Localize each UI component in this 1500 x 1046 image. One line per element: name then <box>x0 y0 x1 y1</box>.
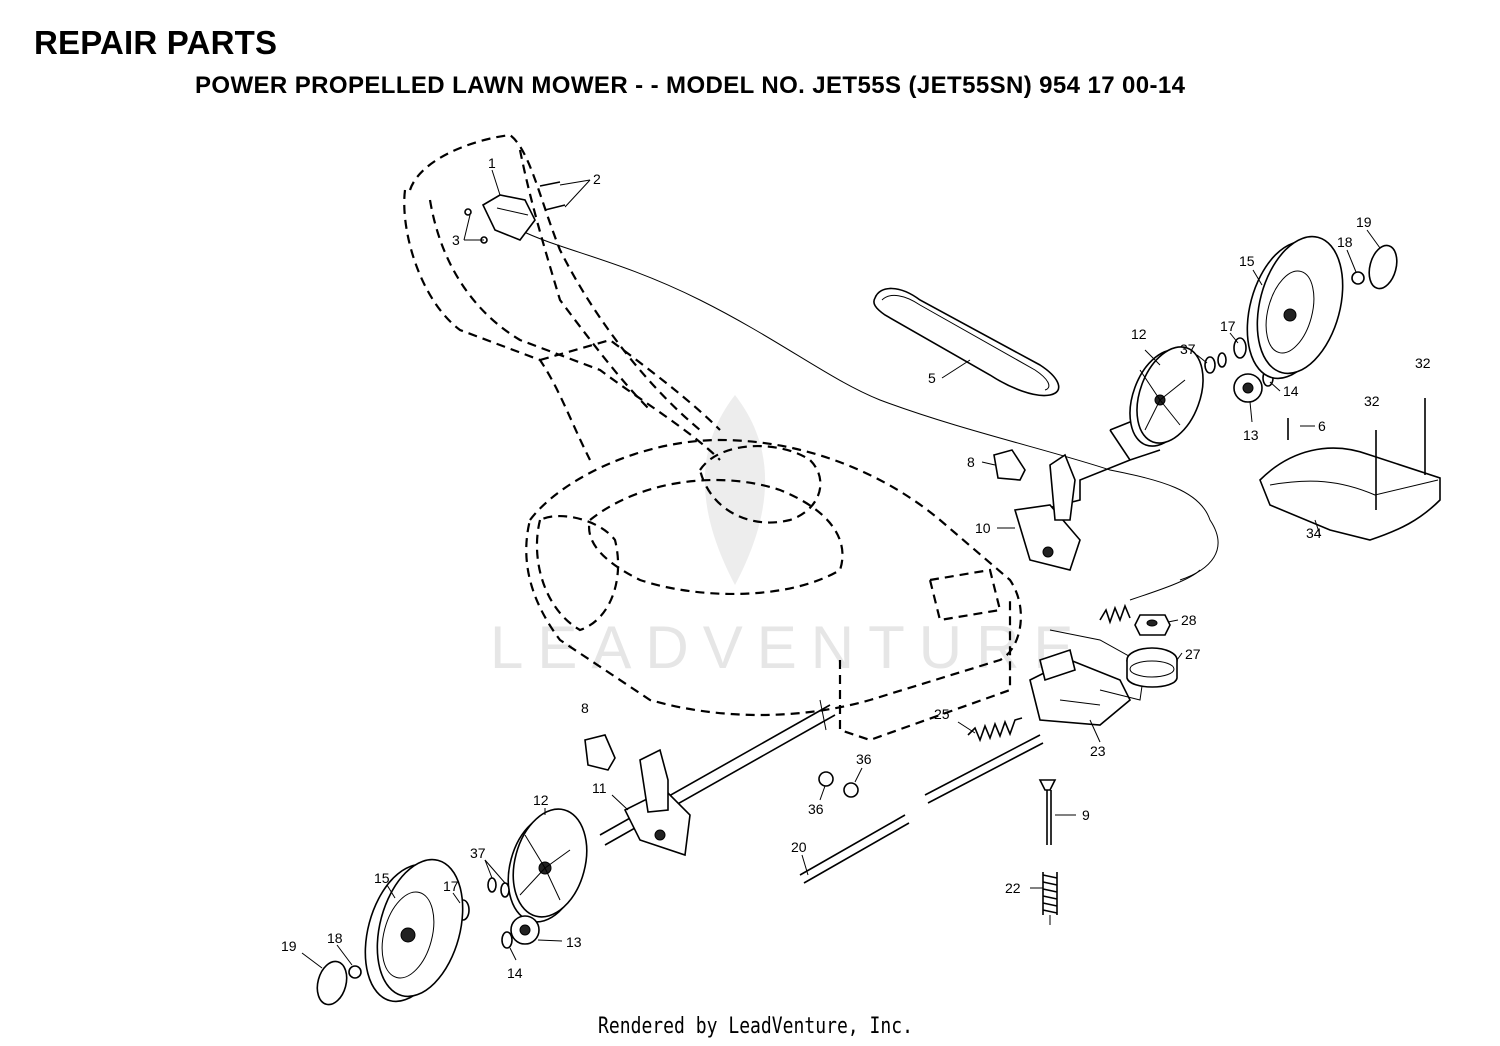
height-adjuster-left <box>623 748 691 857</box>
left-gear <box>510 915 540 945</box>
callout-19b: 19 <box>281 938 297 954</box>
callout-18b: 18 <box>327 930 343 946</box>
callout-34: 34 <box>1306 525 1322 541</box>
callout-9: 9 <box>1082 807 1090 823</box>
callout-20: 20 <box>791 839 807 855</box>
callout-36a: 36 <box>808 801 824 817</box>
right-hubcap-19 <box>1368 244 1398 290</box>
callout-5: 5 <box>928 370 936 386</box>
callout-22: 22 <box>1005 880 1021 896</box>
callout-32a: 32 <box>1364 393 1380 409</box>
callout-8b: 8 <box>581 700 589 716</box>
callout-13b: 13 <box>566 934 582 950</box>
callout-37b: 37 <box>470 845 486 861</box>
callout-13a: 13 <box>1243 427 1259 443</box>
left-nut-18 <box>348 965 362 979</box>
height-knob-upper <box>993 449 1026 481</box>
callout-28: 28 <box>1181 612 1197 628</box>
callout-6: 6 <box>1318 418 1326 434</box>
callout-12a: 12 <box>1131 326 1147 342</box>
callout-25: 25 <box>934 706 950 722</box>
height-adjuster-right <box>1013 453 1081 571</box>
left-hubcap-19 <box>316 960 348 1006</box>
nut-28 <box>1134 614 1171 636</box>
callout-17b: 17 <box>443 878 459 894</box>
callout-10: 10 <box>975 520 991 536</box>
leader-lines <box>301 169 1381 969</box>
right-washer-37 <box>1204 356 1216 374</box>
callout-23: 23 <box>1090 743 1106 759</box>
callout-19a: 19 <box>1356 214 1372 230</box>
callout-37a: 37 <box>1180 341 1196 357</box>
left-clip <box>501 931 513 949</box>
spring-top <box>1099 603 1131 625</box>
right-wheel-hub <box>1129 346 1204 447</box>
right-nut-18 <box>1351 271 1365 285</box>
callout-3: 3 <box>452 232 460 248</box>
callout-2: 2 <box>593 171 601 187</box>
callout-36b: 36 <box>856 751 872 767</box>
callout-1: 1 <box>488 155 496 171</box>
watermark-flame <box>704 395 766 585</box>
callout-15b: 15 <box>374 870 390 886</box>
bolt-9 <box>1038 779 1057 845</box>
footer-credit: Rendered by LeadVenture, Inc. <box>598 1014 913 1039</box>
drive-shaft <box>799 734 1044 884</box>
drive-belt <box>873 287 1060 397</box>
left-washer-37b <box>500 882 510 898</box>
callout-14a: 14 <box>1283 383 1299 399</box>
callout-32b: 32 <box>1415 355 1431 371</box>
spring-22 <box>1042 872 1058 925</box>
nuts-3 <box>464 208 488 244</box>
page-subtitle: POWER PROPELLED LAWN MOWER - - MODEL NO.… <box>195 72 1186 99</box>
left-wheel-hub <box>507 808 588 923</box>
page-title: REPAIR PARTS <box>34 24 278 61</box>
left-wheel <box>364 858 464 1003</box>
callout-8a: 8 <box>967 454 975 470</box>
callout-15a: 15 <box>1239 253 1255 269</box>
bolts-2 <box>539 181 566 211</box>
height-knob-lower <box>584 734 616 771</box>
right-gear <box>1233 373 1263 403</box>
right-bushing-17 <box>1233 337 1247 359</box>
nut-36a <box>818 771 834 787</box>
callout-11: 11 <box>592 780 607 796</box>
callout-18a: 18 <box>1337 234 1353 250</box>
right-wheel <box>1246 235 1344 380</box>
callout-12b: 12 <box>533 792 549 808</box>
callout-14b: 14 <box>507 965 523 981</box>
throttle-cable <box>1129 569 1201 601</box>
left-washer-37a <box>487 877 497 893</box>
watermark-text: LEADVENTURE <box>490 614 1087 681</box>
nut-36b <box>843 782 859 798</box>
control-cable <box>519 229 1219 581</box>
spring-25 <box>967 717 1023 743</box>
mower-outline <box>403 133 1022 742</box>
callout-17a: 17 <box>1220 318 1236 334</box>
callout-27: 27 <box>1185 646 1201 662</box>
pulley-27 <box>1126 647 1178 688</box>
callouts: 1 2 3 5 6 8 8 9 10 11 12 12 13 13 14 14 … <box>281 155 1431 981</box>
rear-chute <box>1259 447 1441 541</box>
transmission <box>1029 629 1146 726</box>
